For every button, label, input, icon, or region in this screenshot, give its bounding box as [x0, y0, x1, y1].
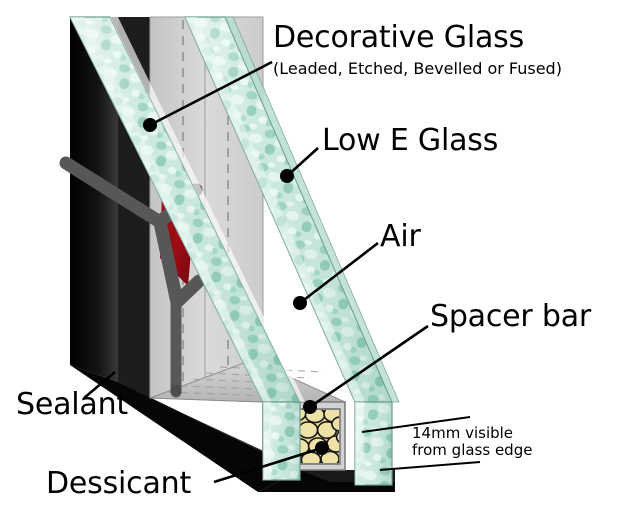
label-sealant: Sealant	[16, 387, 128, 422]
lead-came-vertical	[170, 294, 182, 398]
label-decorative-glass-subtitle: (Leaded, Etched, Bevelled or Fused)	[273, 59, 562, 78]
low-e-glass-pane	[184, 16, 400, 403]
decorative-glass-pane-lower	[262, 401, 301, 481]
decorative-glass-pane	[69, 16, 305, 403]
leader-dots	[143, 118, 329, 455]
label-air: Air	[380, 219, 421, 254]
label-measurement-line2: from glass edge	[412, 440, 533, 459]
label-low-e-glass: Low E Glass	[322, 123, 499, 158]
label-measurement-line1: 14mm visible	[412, 424, 514, 442]
label-dessicant: Dessicant	[46, 466, 192, 501]
low-e-glass-pane-lower	[354, 401, 393, 486]
dimension-leader-lines	[361, 416, 481, 471]
leader-lines	[83, 60, 429, 484]
label-decorative-glass: Decorative Glass	[273, 20, 524, 55]
label-measurement: 14mm visible from glass edge	[412, 425, 552, 459]
label-spacer-bar: Spacer bar	[430, 299, 592, 334]
